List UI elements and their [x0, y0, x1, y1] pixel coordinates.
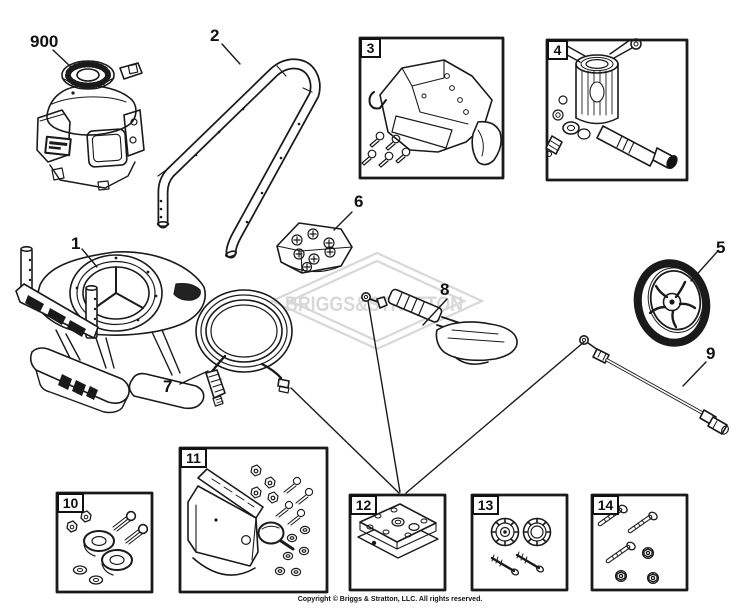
kit-box-outlines: [55, 36, 689, 594]
handle-drawing: [156, 58, 321, 259]
panel-kit-drawing: [361, 59, 502, 168]
box-14-outline: [590, 493, 689, 592]
wheel-drawing: [633, 259, 711, 347]
callout-6: 6: [354, 192, 364, 211]
box-13-outline: [470, 493, 569, 592]
box-10-tag: 10: [57, 493, 84, 513]
callout-2: 2: [210, 26, 220, 45]
leader-lines: [52, 43, 718, 494]
box-4-outline: [545, 38, 689, 182]
box-12-outline: [348, 493, 447, 592]
callout-5: 5: [716, 238, 726, 257]
callout-1: 1: [71, 234, 81, 253]
frame-drawing: [15, 246, 206, 414]
callout-9: 9: [706, 344, 716, 363]
fastener-bag-drawing: [276, 222, 353, 274]
lance-drawing: [578, 334, 730, 435]
box-4-tag: 4: [547, 40, 568, 60]
roller-kit-drawing: [66, 510, 149, 585]
engine-drawing: [36, 60, 145, 191]
hose-drawing: [195, 289, 293, 407]
bolt-kit-drawing: [597, 504, 660, 585]
box-11-outline: [178, 446, 329, 594]
spray-gun-drawing: [360, 288, 518, 365]
box-10-outline: [55, 491, 154, 594]
box-11-tag: 11: [180, 448, 207, 468]
copyright-text: Copyright © Briggs & Stratton, LLC. All …: [297, 596, 483, 603]
callout-900: 900: [30, 32, 59, 51]
base-kit-drawing: [187, 464, 314, 577]
knob-kit-drawing: [490, 517, 552, 576]
box-3-tag: 3: [360, 38, 381, 58]
callout-8: 8: [440, 280, 450, 299]
pump-drawing: [545, 38, 678, 170]
box-12-tag: 12: [350, 495, 377, 515]
plate-kit-drawing: [357, 503, 439, 559]
box-13-tag: 13: [472, 495, 499, 515]
box-14-tag: 14: [592, 495, 619, 515]
callout-7: 7: [163, 377, 173, 396]
box-3-outline: [358, 36, 505, 180]
